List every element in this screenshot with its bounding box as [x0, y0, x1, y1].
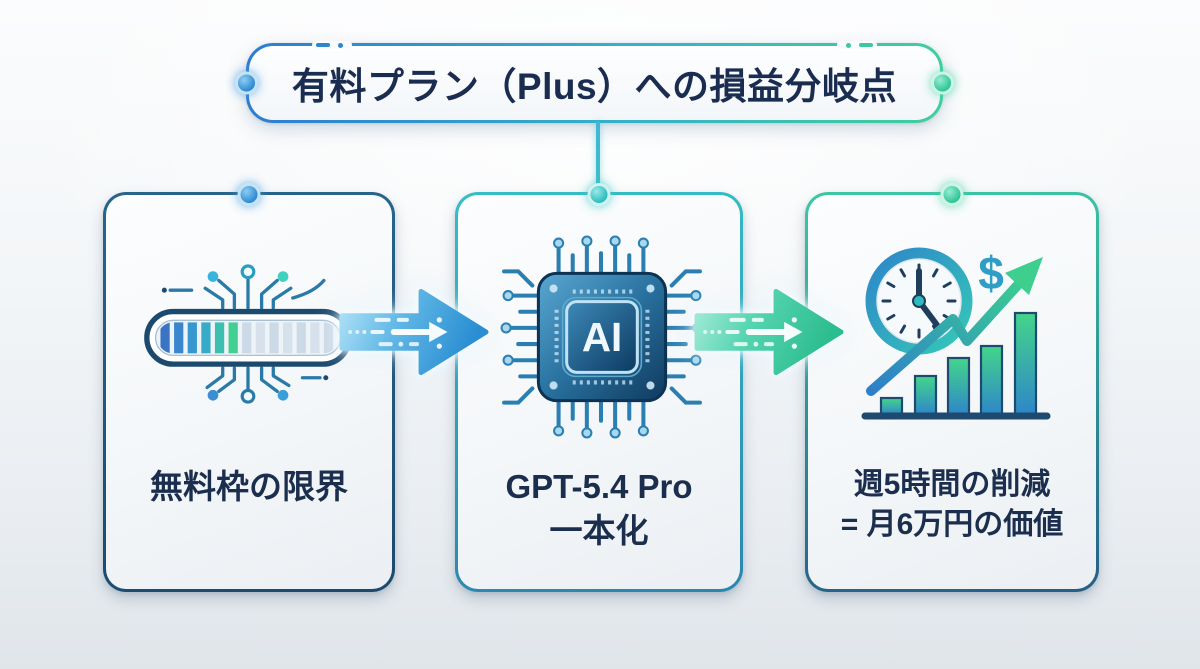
- label-line: = 月6万円の価値: [840, 507, 1064, 541]
- flow-arrow-1-icon: [339, 288, 489, 376]
- card-free-tier-limit: 無料枠の限界: [103, 183, 395, 592]
- card3-top-node-icon: [940, 183, 964, 206]
- card-gpt-pro: AI GPT-5.4 Pro 一本化: [455, 183, 743, 592]
- usage-progress-bar-circuit-icon: [144, 264, 352, 404]
- label-line: 一本化: [549, 511, 649, 549]
- clock-money-growth-chart-icon: $: [861, 247, 1051, 420]
- banner-top-left-dash-icon: [316, 43, 330, 47]
- banner-top-left-dot-icon: [338, 43, 343, 48]
- card-time-value: $ 週5時間の削減 = 月6万円の価値: [805, 183, 1099, 592]
- label-line: 無料枠の限界: [150, 468, 348, 505]
- card-time-value-label: 週5時間の削減 = 月6万円の価値: [808, 465, 1096, 544]
- card-gpt-pro-label: GPT-5.4 Pro 一本化: [458, 465, 740, 552]
- banner-connector-line: [596, 121, 600, 197]
- banner-left-node-icon: [235, 71, 258, 95]
- banner-top-left-gap: [312, 41, 352, 49]
- banner-right-node-icon: [931, 71, 954, 95]
- card-gpt-pro-body: AI GPT-5.4 Pro 一本化: [458, 195, 740, 589]
- banner-top-right-gap: [837, 41, 877, 49]
- label-line: GPT-5.4 Pro: [505, 468, 693, 505]
- banner-top-right-dash-icon: [859, 43, 873, 47]
- ai-chip-icon: AI: [500, 235, 704, 439]
- banner-top-right-dot-icon: [846, 43, 851, 48]
- card-free-tier-limit-label: 無料枠の限界: [106, 465, 392, 509]
- dollar-sign-icon: $: [978, 247, 1004, 299]
- card1-top-node-icon: [237, 183, 261, 206]
- card-free-tier-limit-body: 無料枠の限界: [106, 195, 392, 589]
- card-time-value-body: $ 週5時間の削減 = 月6万円の価値: [808, 195, 1096, 589]
- label-line: 週5時間の削減: [853, 468, 1051, 501]
- flow-arrow-2-icon: [694, 288, 844, 376]
- card2-top-node-icon: [587, 183, 611, 206]
- page-title: 有料プラン（Plus）への損益分岐点: [291, 66, 898, 107]
- title-banner: 有料プラン（Plus）への損益分岐点: [235, 41, 954, 123]
- title-banner-inner: 有料プラン（Plus）への損益分岐点: [249, 46, 940, 120]
- chip-ai-label: AI: [582, 314, 622, 360]
